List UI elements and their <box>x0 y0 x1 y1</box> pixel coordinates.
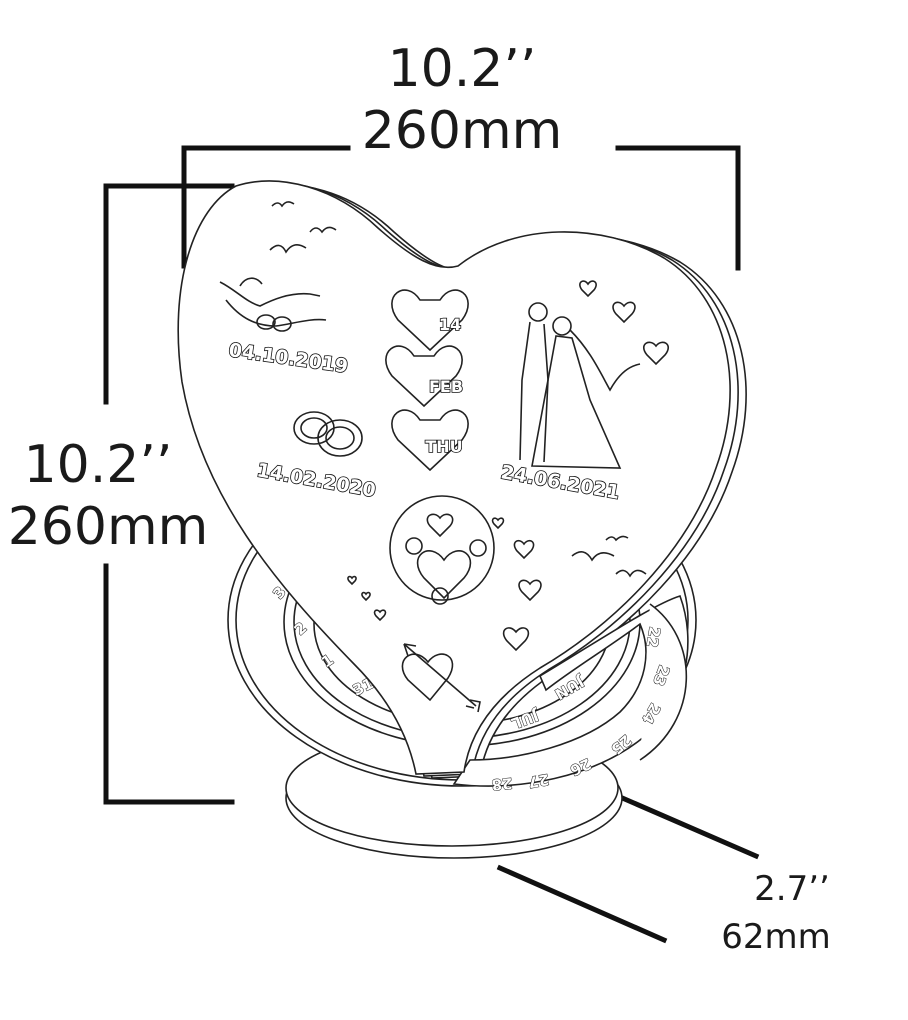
engraved-weekday: THU <box>425 437 462 456</box>
width-mm-label: 260mm <box>362 101 563 161</box>
engraved-month: FEB <box>429 377 463 396</box>
height-inches-label: 10.2’’ <box>24 435 173 495</box>
wedding-rings-icon <box>293 411 363 457</box>
ring-number: 22 <box>642 625 663 649</box>
decorative-hearts-left <box>347 575 387 622</box>
birds-right-icon <box>571 535 647 578</box>
hearts-emblem-icon <box>389 495 495 605</box>
decorative-hearts-right <box>491 280 670 652</box>
date-heart-weekday: THU <box>391 409 469 472</box>
birds-icon <box>269 201 337 254</box>
holding-hands-icon <box>219 277 327 332</box>
heart-arrow-icon <box>401 643 481 713</box>
calendar-ring-front <box>452 595 689 787</box>
ring-number: 28 <box>491 774 513 794</box>
ring-number: 27 <box>527 770 551 791</box>
date-heart-day: 14 <box>391 289 469 352</box>
height-dimension-bracket <box>103 183 235 805</box>
heart-front-face <box>177 180 731 775</box>
height-mm-label: 260mm <box>8 497 209 557</box>
bride-groom-icon <box>519 302 641 469</box>
engraved-day-number: 14 <box>439 315 461 334</box>
width-inches-label: 10.2’’ <box>388 39 537 99</box>
depth-mm-label: 62mm <box>721 917 831 957</box>
depth-inches-label: 2.7’’ <box>754 869 830 909</box>
width-dimension-bracket <box>181 145 741 271</box>
date-heart-month: FEB <box>385 345 464 408</box>
